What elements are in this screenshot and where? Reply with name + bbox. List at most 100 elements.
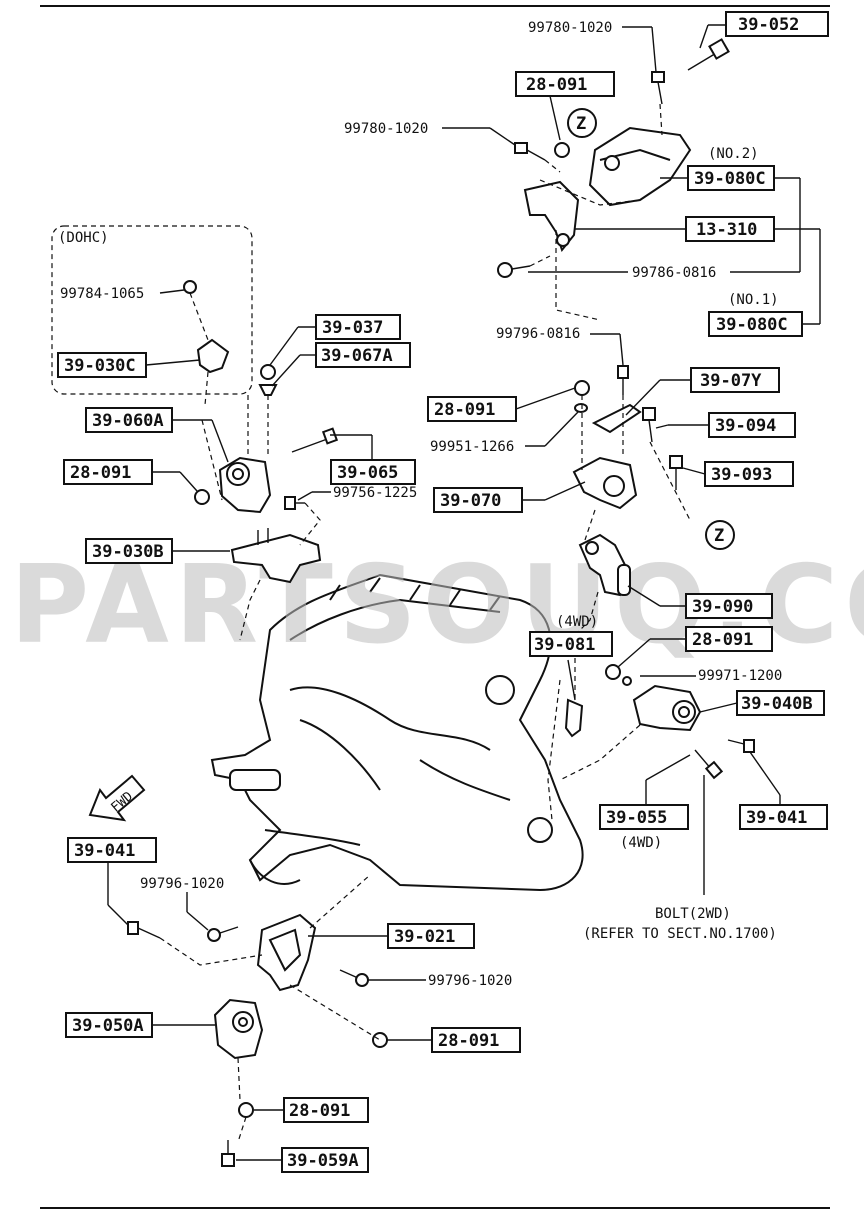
bolt-99796-1020-b xyxy=(339,969,369,987)
nut-28-091-b xyxy=(194,489,210,505)
callout-39-065[interactable]: 39-065 xyxy=(337,463,398,483)
bolt-39-093 xyxy=(669,455,683,490)
callout-28-091-a-box xyxy=(515,71,615,97)
bolt-39-055 xyxy=(694,749,724,780)
washer-99951-1266 xyxy=(574,403,588,413)
callout-39-080c-no1-box xyxy=(708,311,803,337)
bolt-99796-0816 xyxy=(617,365,629,395)
callout-39-081[interactable]: 39-081 xyxy=(534,635,595,655)
callout-39-060a[interactable]: 39-060A xyxy=(92,411,164,431)
nut-28-091-f xyxy=(238,1102,254,1118)
mount-39-060a xyxy=(218,456,272,514)
callout-13-310-box xyxy=(685,216,775,242)
no1-label: (NO.1) xyxy=(728,292,779,308)
washer-99951-1266-label[interactable]: 99951-1266 xyxy=(430,439,514,455)
callout-39-094-box xyxy=(708,412,796,438)
bolt-99780-1020-mid-label[interactable]: 99780-1020 xyxy=(344,121,428,137)
callout-39-030b-box xyxy=(85,538,173,564)
callout-39-041-right[interactable]: 39-041 xyxy=(746,808,807,828)
mount-39-070 xyxy=(572,456,638,510)
callout-28-091-c[interactable]: 28-091 xyxy=(434,400,495,420)
callout-39-070[interactable]: 39-070 xyxy=(440,491,501,511)
callout-39-067a-box xyxy=(315,342,411,368)
bolt-99756-1225-label[interactable]: 99756-1225 xyxy=(333,485,417,501)
dohc-label: (DOHC) xyxy=(58,230,109,246)
callout-39-030c[interactable]: 39-030C xyxy=(64,356,136,376)
nut-28-091-a xyxy=(554,142,570,158)
fwd4-b-label: (4WD) xyxy=(620,835,662,851)
callout-39-059a[interactable]: 39-059A xyxy=(287,1151,359,1171)
callout-28-091-d-box xyxy=(685,626,773,652)
callout-39-041-left[interactable]: 39-041 xyxy=(74,841,135,861)
callout-28-091-a[interactable]: 28-091 xyxy=(526,75,587,95)
no2-label: (NO.2) xyxy=(708,146,759,162)
callout-39-07y-box xyxy=(690,367,780,393)
bolt-99786-0816-label[interactable]: 99786-0816 xyxy=(632,265,716,281)
stay-39-081 xyxy=(564,698,584,738)
zone-z-top: Z xyxy=(576,114,586,134)
callout-28-091-f[interactable]: 28-091 xyxy=(289,1101,350,1121)
bolt-39-059a xyxy=(221,1140,235,1167)
bolt-99780-1020-top xyxy=(651,71,665,105)
callout-13-310[interactable]: 13-310 xyxy=(696,220,757,240)
callout-28-091-f-box xyxy=(283,1097,369,1123)
bracket-39-090 xyxy=(578,533,632,597)
callout-39-052[interactable]: 39-052 xyxy=(738,15,799,35)
dohc-group-box xyxy=(51,225,253,395)
bolt-39-065 xyxy=(291,427,339,453)
washer-99971-1200 xyxy=(622,676,632,686)
callout-39-090[interactable]: 39-090 xyxy=(692,597,753,617)
nut-28-091-e xyxy=(372,1032,388,1048)
mount-39-040b xyxy=(632,684,702,732)
callout-39-021[interactable]: 39-021 xyxy=(394,927,455,947)
callout-39-059a-box xyxy=(281,1147,369,1173)
callout-28-091-e[interactable]: 28-091 xyxy=(438,1031,499,1051)
bolt-99796-0816-label[interactable]: 99796-0816 xyxy=(496,326,580,342)
bolt-99796-1020-a-label[interactable]: 99796-1020 xyxy=(140,876,224,892)
bolt-99796-1020-a xyxy=(207,926,239,942)
fwd4-a-label: (4WD) xyxy=(556,614,598,630)
callout-39-030b[interactable]: 39-030B xyxy=(92,542,164,562)
assembly-dashes xyxy=(159,103,691,1143)
bolt-99786-0816 xyxy=(497,262,531,278)
callout-39-080c-no1[interactable]: 39-080C xyxy=(716,315,788,335)
callout-28-091-c-box xyxy=(427,396,517,422)
refer-sect-label: (REFER TO SECT.NO.1700) xyxy=(583,926,777,942)
bolt-99796-1020-b-label[interactable]: 99796-1020 xyxy=(428,973,512,989)
bolt-99784-1065-label[interactable]: 99784-1065 xyxy=(60,286,144,302)
callout-28-091-d[interactable]: 28-091 xyxy=(692,630,753,650)
bolt-2wd-label: BOLT(2WD) xyxy=(655,906,731,922)
bolt-39-094 xyxy=(642,407,656,443)
washer-99971-1200-label[interactable]: 99971-1200 xyxy=(698,668,782,684)
callout-39-067a[interactable]: 39-067A xyxy=(321,346,393,366)
bracket-39-021 xyxy=(256,913,317,992)
callout-39-093-box xyxy=(704,461,794,487)
callout-39-052-box xyxy=(725,11,829,37)
engine-block xyxy=(210,573,584,892)
callout-39-080c-no2-box xyxy=(687,165,775,191)
callout-39-081-box xyxy=(529,631,613,657)
nut-39-037 xyxy=(260,364,276,380)
callout-28-091-b[interactable]: 28-091 xyxy=(70,463,131,483)
bolt-39-052 xyxy=(687,38,730,71)
callout-39-050a-box xyxy=(65,1012,153,1038)
callout-39-080c-no2[interactable]: 39-080C xyxy=(694,169,766,189)
callout-39-070-box xyxy=(433,487,523,513)
callout-39-055[interactable]: 39-055 xyxy=(606,808,667,828)
callout-39-090-box xyxy=(685,593,773,619)
callout-39-050a[interactable]: 39-050A xyxy=(72,1016,144,1036)
upper-bracket-no1 xyxy=(523,180,580,253)
callout-39-037[interactable]: 39-037 xyxy=(322,318,383,338)
washer-39-067a xyxy=(258,384,278,396)
callout-39-07y[interactable]: 39-07Y xyxy=(700,371,762,391)
callout-39-040b[interactable]: 39-040B xyxy=(741,694,813,714)
bolt-39-041-right xyxy=(727,739,755,753)
callout-28-091-b-box xyxy=(63,459,153,485)
callout-39-094[interactable]: 39-094 xyxy=(715,416,776,436)
callout-39-041-left-box xyxy=(67,837,157,863)
bolt-99780-1020-top-label[interactable]: 99780-1020 xyxy=(528,20,612,36)
callout-39-093[interactable]: 39-093 xyxy=(711,465,772,485)
bracket-39-030c xyxy=(183,280,230,374)
bolt-99756-1225 xyxy=(284,496,305,510)
